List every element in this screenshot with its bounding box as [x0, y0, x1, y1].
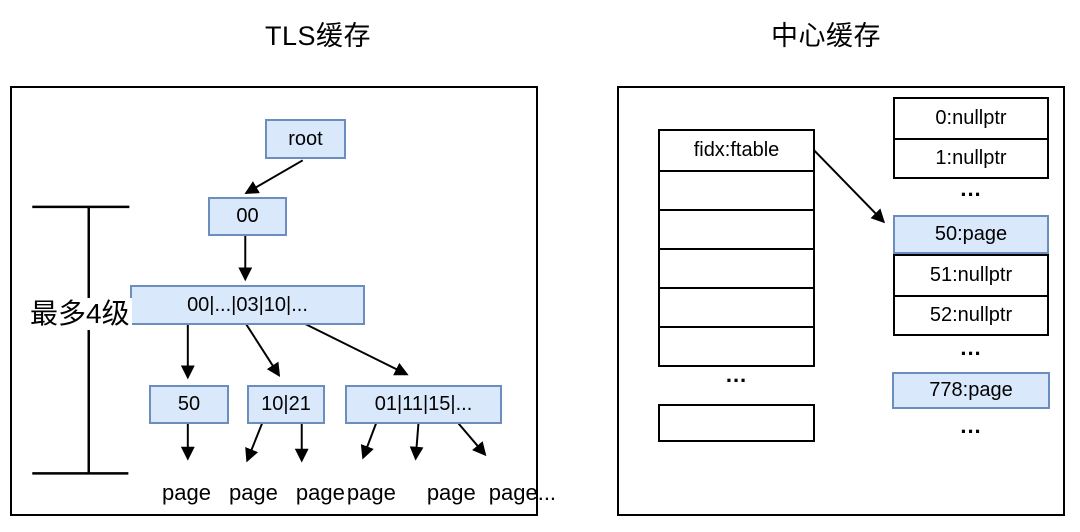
edge-1021-to-page-1	[245, 420, 265, 463]
ftable-empty-row	[660, 248, 813, 287]
index-ellipsis-1: ...	[960, 176, 982, 201]
tree-leaf-1021: 10|21	[247, 385, 325, 424]
tree-leaf-50: 50	[149, 385, 229, 424]
page-label: page	[228, 480, 278, 505]
index-row-1: 1:nullptr	[895, 138, 1047, 177]
tls-cache-panel: root 00 00|...|03|10|... 50 10|21 01|11|…	[10, 86, 556, 516]
ftable-ellipsis: ...	[725, 362, 748, 387]
tls-cache-title: TLS缓存	[264, 21, 372, 51]
index-row-50-highlighted: 50:page	[893, 215, 1049, 254]
index-row-778-highlighted: 778:page	[892, 372, 1050, 409]
page-label: page	[346, 480, 396, 505]
ftable-empty-row	[660, 326, 813, 365]
index-ellipsis-3: ...	[960, 413, 982, 438]
edge-root-to-00	[244, 159, 304, 195]
page-labels-row: page page page page page page...	[162, 480, 556, 506]
tree-leaf-011115: 01|11|15|...	[345, 385, 502, 424]
central-cache-panel: fidx:ftable ... 0:nullptr 1:nullptr ... …	[617, 86, 1065, 516]
tree-node-level3: 00|...|03|10|...	[130, 285, 365, 325]
max-4-levels-label: 最多4级	[28, 298, 132, 330]
page-label: page...	[488, 480, 557, 505]
tree-node-root: root	[265, 119, 346, 159]
edge-level3-to-1021	[244, 322, 281, 378]
edge-011115-to-page-2	[409, 420, 424, 461]
ftable-empty-row	[660, 287, 813, 326]
edge-ftable-to-50page	[812, 148, 886, 224]
index-row-51: 51:nullptr	[895, 256, 1047, 295]
tree-node-00: 00	[208, 197, 287, 236]
page-label: page	[295, 480, 345, 505]
index-row-0: 0:nullptr	[895, 99, 1047, 138]
index-table-mid: 51:nullptr 52:nullptr	[893, 254, 1049, 336]
index-row-52: 52:nullptr	[895, 295, 1047, 334]
edge-level3-to-011115	[302, 321, 409, 376]
ftable-detached-row	[658, 404, 815, 442]
index-table-top: 0:nullptr 1:nullptr	[893, 97, 1049, 179]
depth-bracket	[32, 205, 130, 475]
ftable-box: fidx:ftable	[658, 129, 815, 367]
page-label: page	[162, 480, 211, 505]
ftable-header-row: fidx:ftable	[660, 131, 813, 170]
page-label: page	[426, 480, 476, 505]
central-cache-title: 中心缓存	[771, 21, 881, 51]
ftable-empty-row	[660, 170, 813, 209]
edge-011115-to-page-3	[455, 420, 487, 457]
ftable-empty-row	[660, 209, 813, 248]
index-ellipsis-2: ...	[960, 335, 982, 360]
edge-011115-to-page-1	[360, 420, 378, 460]
